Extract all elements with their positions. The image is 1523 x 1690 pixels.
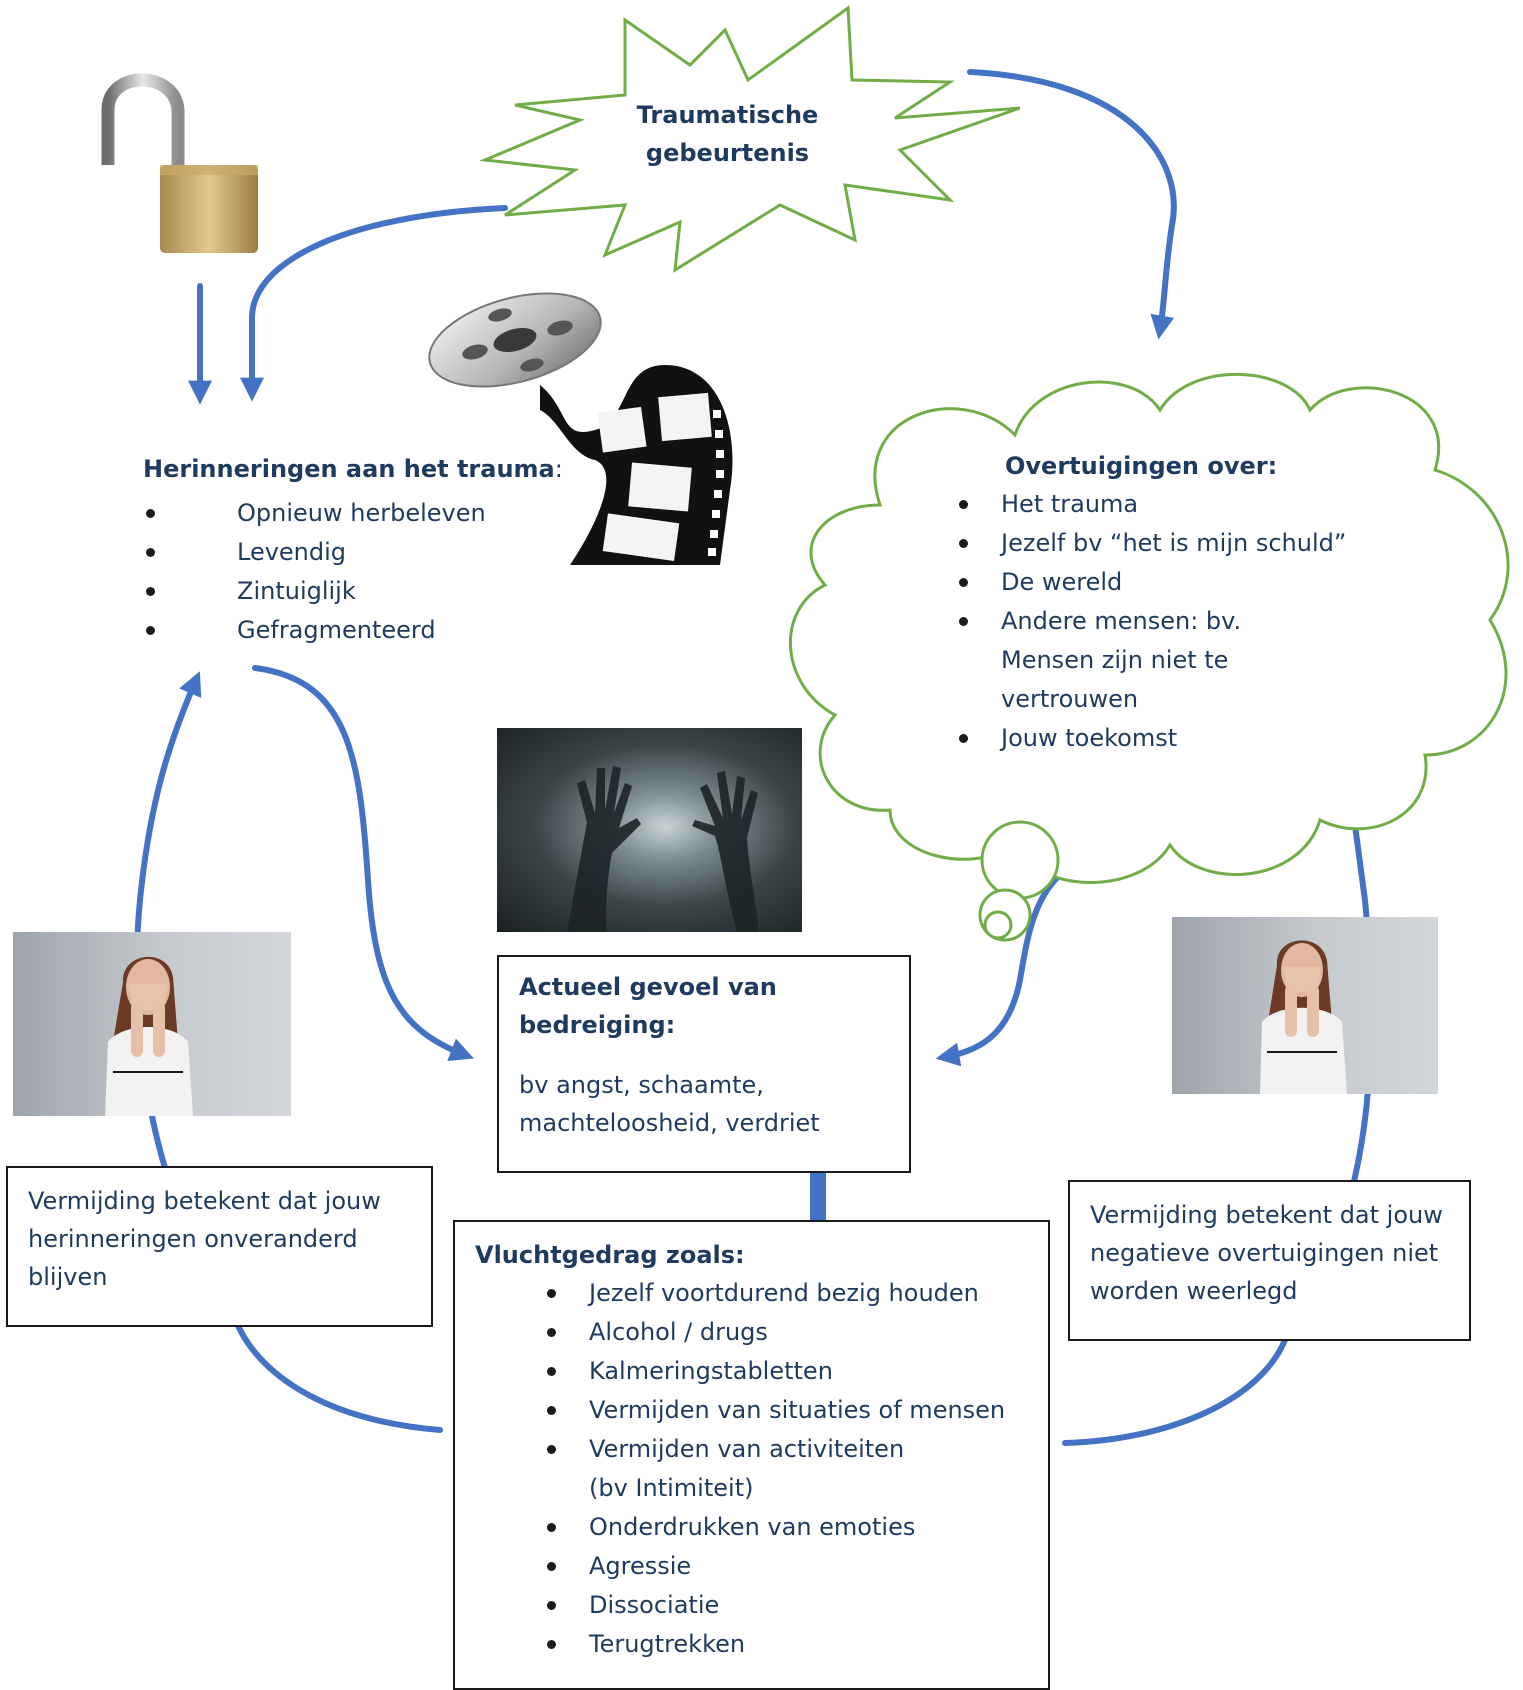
memories-title: Herinneringen aan het trauma: [143, 455, 555, 483]
threat-body: bv angst, schaamte, machteloosheid, verd…: [519, 1071, 820, 1137]
avoidance-left-text: Vermijding betekent dat jouw herinnering…: [28, 1187, 381, 1291]
trauma-event-label: Traumatische gebeurtenis: [600, 96, 855, 172]
trauma-line-1: Traumatische: [636, 101, 819, 129]
film-reel-icon: [428, 292, 733, 565]
memories-list: Opnieuw herbeleven Levendig Zintuiglijk …: [143, 494, 663, 650]
escape-list: Jezelf voortdurend bezig houden Alcohol …: [545, 1274, 1015, 1664]
list-item: Het trauma: [955, 485, 1355, 524]
threat-title: Actueel gevoel van bedreiging:: [519, 973, 777, 1039]
arrow-avoidance-to-beliefs: [1062, 785, 1375, 1446]
arrow-trauma-to-beliefs: [967, 69, 1177, 340]
padlock-icon: [101, 73, 258, 253]
beliefs-block: Overtuigingen over: Het trauma Jezelf bv…: [955, 447, 1355, 758]
beliefs-cloud: [789, 372, 1510, 942]
arrow-memories-to-threat: [252, 665, 474, 1062]
list-item: Terugtrekken: [545, 1625, 1015, 1664]
threat-box: Actueel gevoel van bedreiging: bv angst,…: [497, 955, 911, 1173]
memories-block: Herinneringen aan het trauma: Opnieuw he…: [143, 450, 663, 650]
list-item: Agressie: [545, 1547, 1015, 1586]
list-item: Opnieuw herbeleven: [143, 494, 663, 533]
list-item: Alcohol / drugs: [545, 1313, 1015, 1352]
trauma-line-2: gebeurtenis: [645, 139, 810, 167]
beliefs-list: Het trauma Jezelf bv “het is mijn schuld…: [955, 485, 1355, 758]
memories-heading: Herinneringen aan het trauma:: [143, 450, 663, 488]
list-item: Gefragmenteerd: [143, 611, 663, 650]
list-item: Dissociatie: [545, 1586, 1015, 1625]
covering-face-photo-right: [1172, 917, 1438, 1094]
memories-title-suffix: :: [554, 455, 563, 483]
list-item: Jouw toekomst: [955, 719, 1355, 758]
covering-face-photo-left: [13, 932, 291, 1116]
list-item: Levendig: [143, 533, 663, 572]
avoidance-left-box: Vermijding betekent dat jouw herinnering…: [6, 1166, 433, 1327]
list-item: Vermijden van situaties of mensen: [545, 1391, 1015, 1430]
list-item: Onderdrukken van emoties: [545, 1508, 1015, 1547]
list-item: Jezelf bv “het is mijn schuld”: [955, 524, 1355, 563]
list-item: Kalmeringstabletten: [545, 1352, 1015, 1391]
list-item: Vermijden van activiteiten (bv Intimitei…: [545, 1430, 929, 1508]
shadow-hands-photo: [497, 728, 802, 932]
list-item: Jezelf voortdurend bezig houden: [545, 1274, 1015, 1313]
list-item: De wereld: [955, 563, 1355, 602]
list-item: Zintuiglijk: [143, 572, 663, 611]
avoidance-right-box: Vermijding betekent dat jouw negatieve o…: [1068, 1180, 1471, 1341]
arrow-threat-escape-double: [798, 1143, 838, 1250]
beliefs-title: Overtuigingen over:: [1005, 452, 1278, 480]
escape-box: Vluchtgedrag zoals: Jezelf voortdurend b…: [453, 1220, 1050, 1690]
trauma-starburst: [480, 5, 1020, 273]
escape-title: Vluchtgedrag zoals:: [475, 1241, 745, 1269]
arrow-trauma-to-memories: [240, 205, 508, 402]
list-item: Andere mensen: bv. Mensen zijn niet te v…: [955, 602, 1321, 719]
avoidance-right-text: Vermijding betekent dat jouw negatieve o…: [1090, 1201, 1443, 1305]
